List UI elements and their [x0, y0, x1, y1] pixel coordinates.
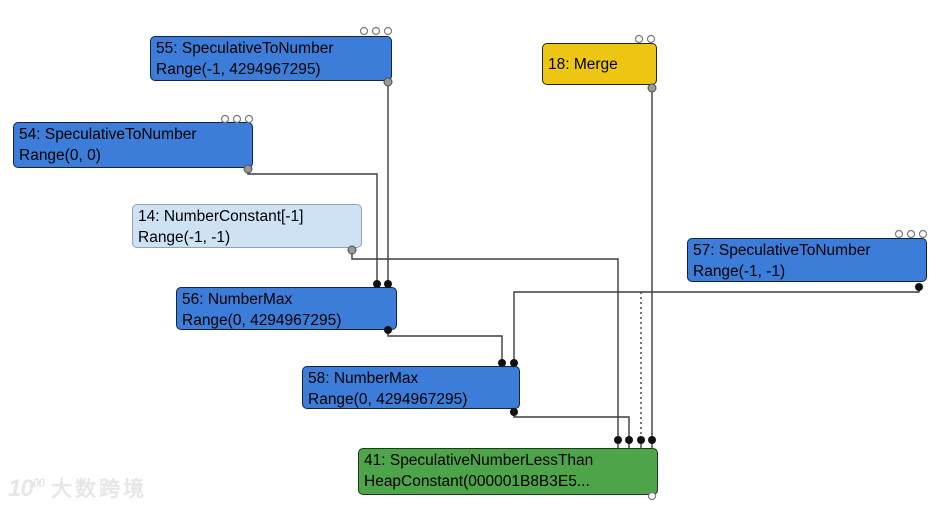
watermark-text: 大数跨境	[51, 477, 148, 501]
node-14-range: Range(-1, -1)	[138, 229, 231, 246]
black-port-dots	[373, 280, 923, 444]
watermark: 1000 大数跨境	[8, 473, 147, 503]
edge-14-to-41	[351, 250, 619, 440]
node-57-range: Range(-1, -1)	[693, 263, 786, 280]
node-58-title: 58: NumberMax	[308, 370, 419, 387]
node-57-input-port-icon	[906, 229, 916, 239]
node-57-title: 57: SpeculativeToNumber	[693, 242, 871, 259]
node-41-input-dot	[648, 436, 656, 444]
node-55-input-port-icon	[383, 26, 393, 36]
graph-node-14[interactable]: 14: NumberConstant[-1] Range(-1, -1)	[132, 204, 362, 248]
graph-node-54[interactable]: 54: SpeculativeToNumber Range(0, 0)	[13, 122, 253, 168]
node-57-input-port-icon	[894, 229, 904, 239]
graph-node-56[interactable]: 56: NumberMax Range(0, 4294967295)	[176, 287, 397, 330]
node-56-range: Range(0, 4294967295)	[182, 312, 342, 329]
node-58-range: Range(0, 4294967295)	[308, 391, 468, 408]
node-54-range: Range(0, 0)	[19, 147, 101, 164]
node-18-input-port-icon	[634, 34, 644, 44]
graph-node-55[interactable]: 55: SpeculativeToNumber Range(-1, 429496…	[150, 36, 392, 81]
node-55-input-port-icon	[371, 26, 381, 36]
graph-node-41[interactable]: 41: SpeculativeNumberLessThan HeapConsta…	[358, 448, 658, 495]
node-57-output-dot	[915, 283, 923, 291]
node-41-input-dot	[614, 436, 622, 444]
node-55-range: Range(-1, 4294967295)	[156, 61, 321, 78]
graph-node-57[interactable]: 57: SpeculativeToNumber Range(-1, -1)	[687, 238, 927, 282]
node-56-title: 56: NumberMax	[182, 291, 293, 308]
watermark-logo-icon: 1000	[8, 475, 45, 502]
node-14-title: 14: NumberConstant[-1]	[138, 208, 304, 225]
graph-node-58[interactable]: 58: NumberMax Range(0, 4294967295)	[302, 366, 520, 409]
edge-58-to-41	[513, 412, 630, 440]
node-55-title: 55: SpeculativeToNumber	[156, 40, 334, 57]
node-41-input-dot	[637, 436, 645, 444]
node-58-output-dot	[510, 408, 518, 416]
node-41-input-dot	[625, 436, 633, 444]
edge-57-to-58	[513, 287, 920, 363]
node-41-title: 41: SpeculativeNumberLessThan	[364, 452, 594, 469]
node-54-title: 54: SpeculativeToNumber	[19, 126, 197, 143]
node-41-value: HeapConstant(000001B8B3E5...	[364, 473, 590, 490]
node-18-title: 18: Merge	[548, 55, 618, 73]
edge-56-to-58	[387, 330, 503, 363]
graph-node-18[interactable]: 18: Merge	[542, 43, 657, 85]
node-18-output-dot	[647, 83, 657, 93]
node-55-input-port-icon	[359, 26, 369, 36]
node-18-input-port-icon	[646, 34, 656, 44]
node-57-input-port-icon	[918, 229, 928, 239]
